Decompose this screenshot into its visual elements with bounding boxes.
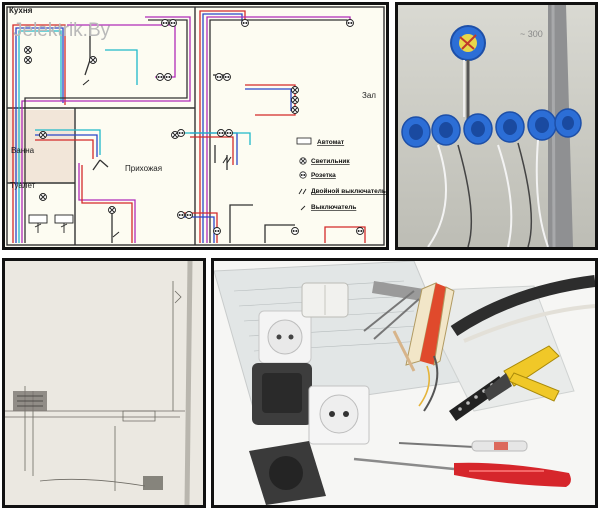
legend-item-lamp: Светильник	[299, 157, 350, 165]
sockets	[156, 19, 364, 235]
socket-icon	[177, 211, 185, 219]
lamp-icon	[24, 56, 32, 64]
socket-icon	[299, 171, 307, 179]
socket-icon	[213, 227, 221, 235]
double-switch-device	[301, 282, 349, 318]
marked-wall-photo	[2, 258, 206, 508]
marked-wall-svg	[5, 261, 203, 505]
svg-text:Светильник: Светильник	[311, 158, 350, 165]
socket-icon	[164, 73, 172, 81]
socket-insert-white	[308, 385, 370, 445]
socket-icon	[169, 19, 177, 27]
socket-frame-dark	[252, 363, 312, 425]
walls	[6, 6, 385, 246]
lamp-icon	[39, 131, 47, 139]
pencil	[392, 330, 416, 372]
corrugated-conduit	[450, 275, 595, 336]
legend-item-switch: Выключатель	[300, 204, 356, 211]
socket-icon	[217, 129, 225, 137]
lamp-icon	[39, 193, 47, 201]
cables	[427, 139, 549, 247]
pliers	[484, 345, 560, 402]
svg-text:Выключатель: Выключатель	[311, 204, 356, 211]
breaker-icon	[296, 137, 312, 145]
legend: Автомат Светильник Розетка Двойной выклю…	[296, 137, 386, 211]
wiring-floor-plan: Jelektrik.By Кухня Зал Ванна Прихожая Ту…	[2, 2, 389, 250]
socket-icon	[156, 73, 164, 81]
svg-text:Розетка: Розетка	[311, 172, 336, 179]
electrician-tools-photo	[211, 258, 598, 508]
screwdriver-red	[353, 457, 571, 487]
room-label-corridor: Прихожая	[125, 164, 162, 173]
junction-boxes-photo: ~ 300	[395, 2, 598, 250]
voltage-tester-screwdriver	[398, 440, 528, 452]
switches	[82, 79, 232, 238]
lamps	[24, 46, 299, 214]
socket-icon	[356, 227, 364, 235]
wall-chase-small	[143, 476, 163, 490]
pencil-note: ~ 300	[520, 29, 543, 39]
socket-icon	[185, 211, 193, 219]
lamp-icon	[299, 157, 307, 165]
cable-grey	[463, 304, 595, 343]
bath-wires	[35, 129, 136, 243]
socket-icon	[225, 129, 233, 137]
socket-icon	[161, 19, 169, 27]
socket-frame-black	[249, 441, 326, 505]
socket-icon	[241, 19, 249, 27]
room-label-hall: Зал	[362, 91, 376, 100]
lamp-icon	[171, 131, 179, 139]
socket-icon	[346, 19, 354, 27]
svg-text:Автомат: Автомат	[317, 139, 344, 146]
double-switch-icon	[298, 188, 307, 195]
switch-icon	[112, 231, 120, 238]
switch-icon	[82, 79, 90, 86]
lamp-icon	[108, 206, 116, 214]
legend-item-double-switch: Двойной выключатель	[298, 187, 386, 195]
legend-item-breaker: Автомат	[296, 137, 344, 146]
breaker-panel	[28, 214, 74, 233]
folding-ruler	[405, 282, 455, 367]
brand-watermark: Jelektrik.By	[13, 20, 111, 41]
tools-svg	[214, 261, 595, 505]
room-label-toilet: Туалет	[10, 181, 36, 190]
socket-icon	[215, 73, 223, 81]
ring-binder	[363, 281, 424, 340]
room-label-bathroom: Ванна	[11, 146, 35, 155]
socket-icon	[177, 129, 185, 137]
hall-wires	[175, 10, 366, 243]
floor-plan-svg: Jelektrik.By Кухня Зал Ванна Прихожая Ту…	[6, 6, 386, 246]
double-switch-icon	[222, 156, 232, 164]
lamp-icon	[291, 86, 299, 94]
lamp-icon	[89, 56, 97, 64]
lamp-icon	[291, 96, 299, 104]
room-label-kitchen: Кухня	[9, 6, 33, 15]
socket-icon	[223, 73, 231, 81]
switch-icon	[300, 205, 306, 211]
svg-text:Двойной выключатель: Двойной выключатель	[311, 187, 386, 195]
socket-icon	[291, 227, 299, 235]
lamp-icon	[291, 106, 299, 114]
lamp-icon	[24, 46, 32, 54]
socket-outlet-white	[258, 310, 312, 364]
junction-boxes-svg: ~ 300	[398, 5, 595, 247]
legend-item-socket: Розетка	[299, 171, 336, 179]
wall-corner	[184, 261, 193, 505]
